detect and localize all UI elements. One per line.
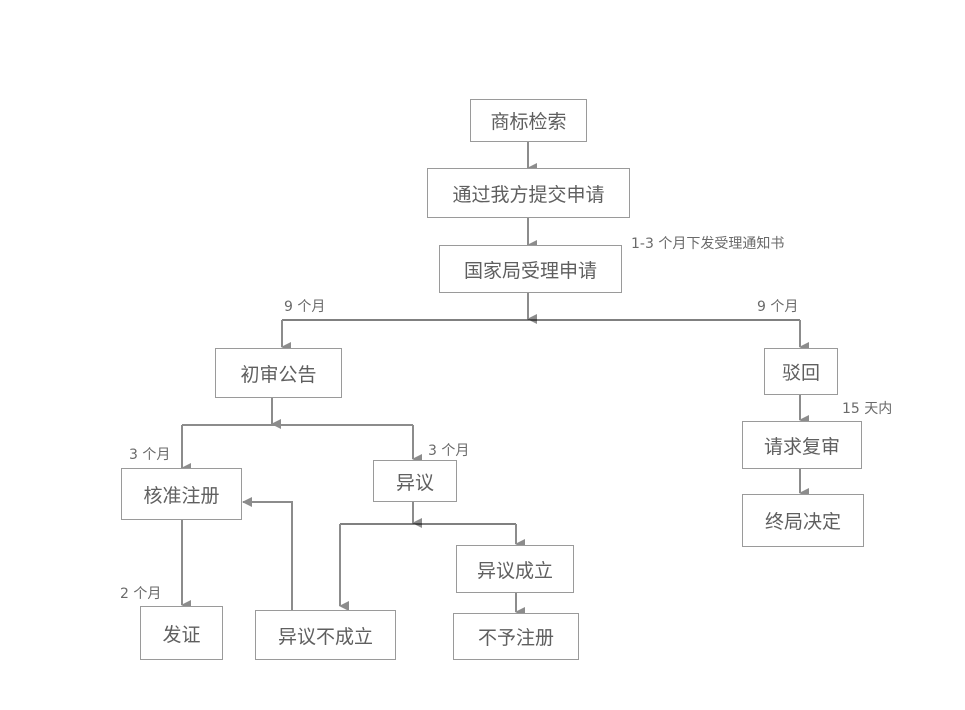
label-right-nine-months: 9 个月 bbox=[757, 299, 799, 315]
node-opposition-fails: 异议不成立 bbox=[255, 610, 396, 660]
node-final-decision: 终局决定 bbox=[742, 494, 864, 547]
node-rejection: 驳回 bbox=[764, 348, 838, 395]
node-bureau-accept: 国家局受理申请 bbox=[439, 245, 622, 293]
label-two-months: 2 个月 bbox=[120, 586, 162, 602]
node-not-registered: 不予注册 bbox=[453, 613, 579, 660]
node-trademark-search: 商标检索 bbox=[470, 99, 587, 142]
node-certificate-issued: 发证 bbox=[140, 606, 223, 660]
node-submit-application: 通过我方提交申请 bbox=[427, 168, 630, 218]
label-fifteen-days: 15 天内 bbox=[842, 401, 893, 417]
arrow-fails-to-approve bbox=[242, 497, 293, 610]
node-preliminary-announcement: 初审公告 bbox=[215, 348, 342, 398]
node-approve-registration: 核准注册 bbox=[121, 468, 242, 520]
node-opposition: 异议 bbox=[373, 460, 457, 502]
label-notice-time: 1-3 个月下发受理通知书 bbox=[631, 236, 785, 252]
label-left-nine-months: 9 个月 bbox=[284, 299, 326, 315]
label-opposition-three-months: 3 个月 bbox=[428, 443, 470, 459]
label-approve-three-months: 3 个月 bbox=[129, 447, 171, 463]
node-review-request: 请求复审 bbox=[742, 421, 862, 469]
node-opposition-succeeds: 异议成立 bbox=[456, 545, 574, 593]
